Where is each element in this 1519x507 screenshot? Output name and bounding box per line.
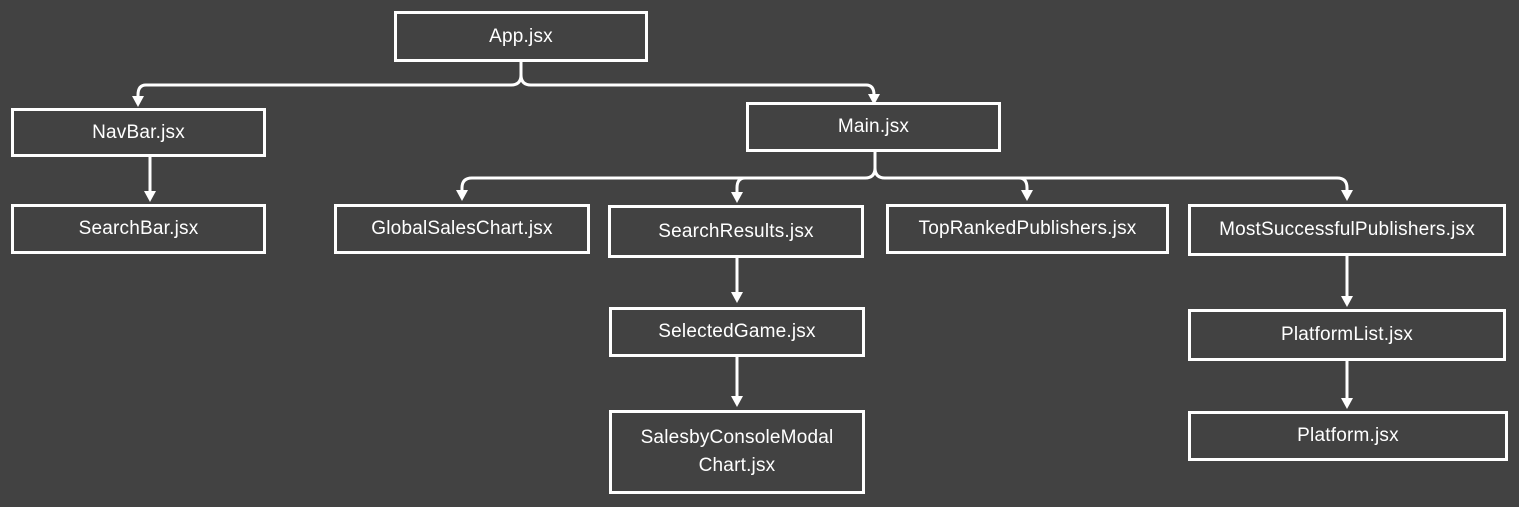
- node-searchbar-label: SearchBar.jsx: [78, 218, 199, 239]
- node-navbar[interactable]: NavBar.jsx: [11, 108, 266, 157]
- node-sales-by-console-modal-chart[interactable]: SalesbyConsoleModal Chart.jsx: [609, 410, 865, 494]
- node-top-ranked-publishers[interactable]: TopRankedPublishers.jsx: [886, 204, 1169, 254]
- arrowhead-modal-chart: [731, 396, 743, 407]
- arrowhead-platform: [1341, 398, 1353, 409]
- node-selected-game[interactable]: SelectedGame.jsx: [609, 307, 865, 357]
- node-platform-label: Platform.jsx: [1297, 425, 1399, 446]
- node-platform-list-label: PlatformList.jsx: [1280, 324, 1413, 345]
- node-main-label: Main.jsx: [837, 116, 910, 137]
- node-global-sales-chart[interactable]: GlobalSalesChart.jsx: [334, 204, 590, 254]
- arrowhead-top-ranked: [1021, 190, 1033, 201]
- node-searchbar[interactable]: SearchBar.jsx: [11, 204, 266, 254]
- node-search-results[interactable]: SearchResults.jsx: [608, 205, 864, 258]
- edge-app-to-children: [136, 60, 523, 102]
- node-global-sales-chart-label: GlobalSalesChart.jsx: [371, 218, 553, 239]
- node-navbar-label: NavBar.jsx: [92, 121, 185, 143]
- arrowhead-search-results: [731, 192, 743, 203]
- arrowhead-most-successful: [1341, 190, 1353, 201]
- node-most-successful-publishers-label: MostSuccessfulPublishers.jsx: [1219, 219, 1475, 240]
- node-most-successful-publishers[interactable]: MostSuccessfulPublishers.jsx: [1188, 204, 1506, 256]
- node-app[interactable]: App.jsx: [394, 11, 648, 62]
- node-app-label: App.jsx: [489, 25, 553, 47]
- arrowhead-platform-list: [1341, 296, 1353, 307]
- edge-main-to-top-ranked: [1017, 176, 1029, 194]
- node-platform[interactable]: Platform.jsx: [1188, 411, 1508, 461]
- node-main[interactable]: Main.jsx: [746, 102, 1001, 152]
- arrowhead-searchbar: [144, 191, 156, 202]
- node-search-results-label: SearchResults.jsx: [658, 220, 814, 242]
- arrowhead-selected-game: [731, 292, 743, 303]
- edge-main-to-children: [460, 149, 877, 194]
- edge-main-to-right-children: [873, 166, 1349, 194]
- edge-app-to-main: [519, 73, 876, 99]
- arrowhead-main: [868, 94, 880, 105]
- node-selected-game-label: SelectedGame.jsx: [658, 321, 816, 342]
- node-top-ranked-publishers-label: TopRankedPublishers.jsx: [918, 218, 1137, 239]
- arrowhead-global-sales: [456, 190, 468, 201]
- arrowhead-navbar: [132, 96, 144, 107]
- node-platform-list[interactable]: PlatformList.jsx: [1188, 309, 1506, 361]
- node-sales-by-console-modal-chart-label-line1: SalesbyConsoleModal: [640, 427, 834, 448]
- node-sales-by-console-modal-chart-label-line2: Chart.jsx: [698, 455, 776, 476]
- edge-main-to-search-results: [735, 176, 747, 196]
